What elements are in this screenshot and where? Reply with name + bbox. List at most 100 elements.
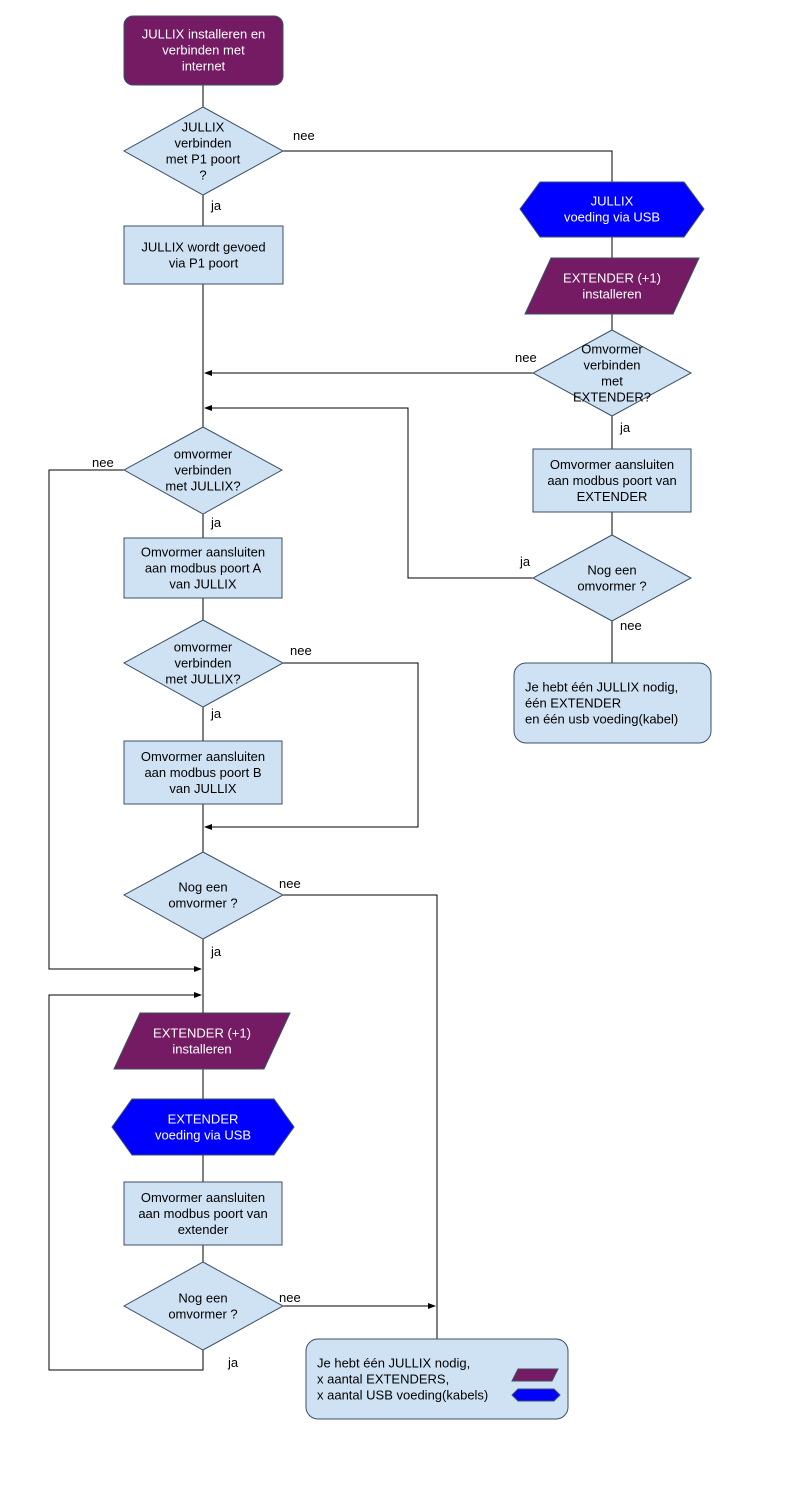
q-p1-line: met P1 poort <box>166 152 241 167</box>
start-line: internet <box>182 59 226 74</box>
p1-powered-line: JULLIX wordt gevoed <box>141 240 265 255</box>
edge-jullix2-no <box>204 662 419 830</box>
jullix-usb-line: JULLIX <box>591 194 634 209</box>
extender-port-box-shape <box>123 1181 283 1246</box>
extender-install-left: EXTENDER (+1)installeren <box>113 1012 291 1070</box>
q-jullix-2-line: omvormer <box>174 640 233 655</box>
extender-install-left-text: EXTENDER (+1)installeren <box>153 1026 251 1057</box>
extender-install-right: EXTENDER (+1)installeren <box>524 257 700 315</box>
edge-jullix1-no <box>48 469 202 972</box>
port-a-line: Omvormer aansluiten <box>141 545 265 560</box>
port-a-line: van JULLIX <box>169 577 237 592</box>
port-b-box-shape <box>123 740 283 805</box>
end-left-line: x aantal USB voeding(kabels) <box>317 1388 488 1403</box>
ext-install-right-line: installeren <box>582 287 641 302</box>
q-ext-connect-line: met <box>601 374 623 389</box>
p1-powered-box-shape <box>123 225 284 285</box>
label-left-more1-no: nee <box>279 876 301 891</box>
q-left-more-1-line: Nog een <box>178 880 227 895</box>
ext-port-box-line: aan modbus poort van <box>138 1206 267 1221</box>
ext-connect-box-line: aan modbus poort van <box>547 473 676 488</box>
ext-port-box-line: extender <box>178 1222 229 1237</box>
label-right-more-no: nee <box>620 618 642 633</box>
jullix-usb-line: voeding via USB <box>564 210 660 225</box>
end-right-line: en één usb voeding(kabel) <box>525 712 678 727</box>
q-left-more-1-line: omvormer ? <box>168 896 237 911</box>
extender-install-left-shape <box>113 1012 291 1070</box>
q-jullix-1-line: met JULLIX? <box>165 479 240 494</box>
q-ext-connect-line: Omvormer <box>581 342 643 357</box>
connectors <box>48 85 613 1371</box>
ext-connect-box-line: EXTENDER <box>577 489 648 504</box>
jullix1-question-shape <box>122 426 284 515</box>
end-left-line: Je hebt één JULLIX nodig, <box>317 1356 470 1371</box>
ext-usb-line: EXTENDER <box>168 1112 239 1127</box>
q-ext-connect-line: EXTENDER? <box>573 390 651 405</box>
edge-labels: nee ja nee ja ja nee nee ja nee ja nee j… <box>92 128 642 1370</box>
q-p1-line: verbinden <box>174 136 231 151</box>
end-right-line: Je hebt één JULLIX nodig, <box>525 680 678 695</box>
end-left-line: x aantal EXTENDERS, <box>317 1372 449 1387</box>
q-left-more-2-line: omvormer ? <box>168 1307 237 1322</box>
edge-left-more2-yes <box>48 992 204 1371</box>
q-p1-line: ? <box>199 168 206 183</box>
port-b-line: aan modbus poort B <box>144 765 261 780</box>
label-left-more2-yes: ja <box>227 1355 239 1370</box>
end-left-node: Je hebt één JULLIX nodig,x aantal EXTEND… <box>305 1338 569 1420</box>
port-b-line: Omvormer aansluiten <box>141 749 265 764</box>
legend-hexagon-icon <box>511 1388 561 1402</box>
label-jullix2-no: nee <box>290 643 312 658</box>
start-line: JULLIX installeren en <box>142 27 266 42</box>
edge-right-more-yes <box>204 405 533 579</box>
extender-install-right-shape <box>524 257 700 315</box>
q-p1-line: JULLIX <box>182 120 225 135</box>
q-jullix-2-line: met JULLIX? <box>165 672 240 687</box>
p1-powered-line: via P1 poort <box>169 256 239 271</box>
ext-usb-line: voeding via USB <box>155 1128 251 1143</box>
left-more1-question-shape <box>122 851 285 940</box>
q-left-more-2-line: Nog een <box>178 1291 227 1306</box>
label-left-more2-no: nee <box>279 1290 301 1305</box>
start-node-shape <box>123 15 284 86</box>
label-jullix1-no: nee <box>92 455 114 470</box>
port-a-box-shape <box>123 537 283 599</box>
end-left-node-text: Je hebt één JULLIX nodig,x aantal EXTEND… <box>317 1356 488 1403</box>
edge-left-more1-no <box>283 894 438 1339</box>
q-right-more-line: Nog een <box>587 563 636 578</box>
port-a-line: aan modbus poort A <box>145 561 262 576</box>
end-right-line: één EXTENDER <box>525 696 621 711</box>
label-p1-no: nee <box>293 128 315 143</box>
label-ext-connect-no: nee <box>515 350 537 365</box>
label-ext-connect-yes: ja <box>619 420 631 435</box>
label-right-more-yes: ja <box>519 554 531 569</box>
q-jullix-1-line: omvormer <box>174 447 233 462</box>
end-right-node-shape <box>513 662 712 744</box>
legend-parallelogram-icon <box>511 1368 559 1382</box>
ext-connect-box-line: Omvormer aansluiten <box>550 457 674 472</box>
ext-install-left-line: EXTENDER (+1) <box>153 1026 251 1041</box>
label-p1-yes: ja <box>210 198 222 213</box>
ext-port-box-line: Omvormer aansluiten <box>141 1190 265 1205</box>
jullix2-question-shape <box>122 619 285 708</box>
